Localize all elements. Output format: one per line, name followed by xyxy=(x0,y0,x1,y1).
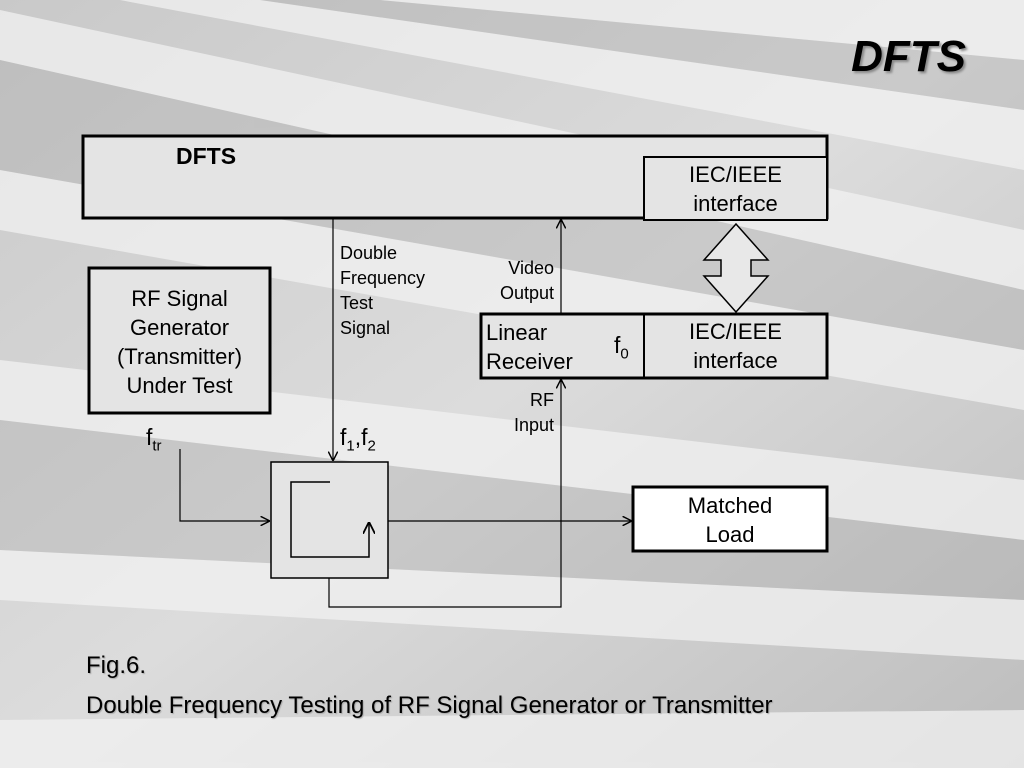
dfts-box-label: DFTS xyxy=(176,143,237,169)
ftr-line xyxy=(179,449,269,521)
generator-label: RF Signal Generator (Transmitter) Under … xyxy=(116,286,243,398)
rf-input-label: RF Input xyxy=(513,390,554,435)
figure-number: Fig.6. xyxy=(86,652,147,679)
dfts-signal-label: Double Frequency Test Signal xyxy=(340,243,426,338)
receiver-box xyxy=(479,312,829,380)
f1-f2-label: f1,f2 xyxy=(340,424,376,455)
generator-box xyxy=(87,266,272,415)
matched-load-box xyxy=(631,485,829,553)
bidirectional-arrow xyxy=(702,222,770,314)
ftr-label: ftr xyxy=(146,424,162,455)
slide-title: DFTS xyxy=(851,32,966,81)
matched-load-label: Matched Load xyxy=(687,493,773,547)
receiver-label: Linear Receiver xyxy=(486,320,573,374)
figure-caption: Double Frequency Testing of RF Signal Ge… xyxy=(86,692,773,719)
receiver-frequency: f0 xyxy=(614,332,629,363)
iec-top-label: IEC/IEEE interface xyxy=(689,162,782,216)
rf-input-line xyxy=(328,380,561,608)
coupler-box xyxy=(270,461,389,579)
iec-interface-top xyxy=(643,156,828,221)
iec-bottom-label: IEC/IEEE interface xyxy=(689,319,782,373)
video-output-label: Video Output xyxy=(499,258,554,303)
